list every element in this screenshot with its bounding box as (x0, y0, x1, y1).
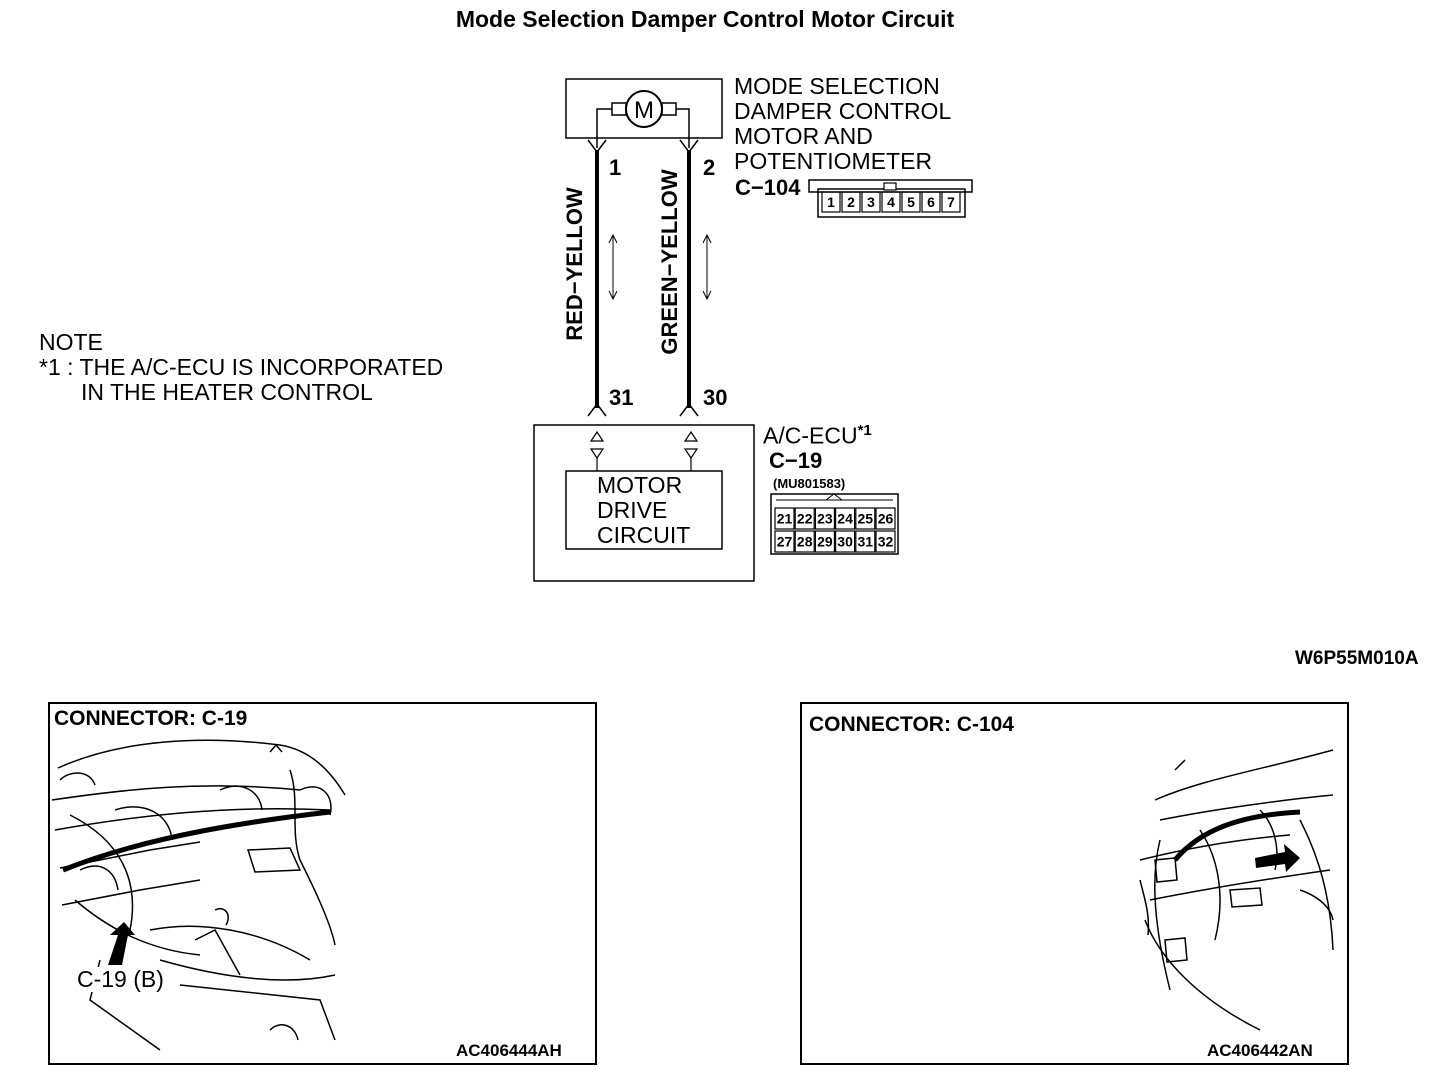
motor-symbol-letter: M (634, 97, 654, 124)
connector-c19-panel (48, 702, 597, 1065)
c19-panel-code: AC406444AH (456, 1041, 562, 1060)
c104-pin-7: 7 (947, 194, 955, 210)
c104-dashboard-illustration (1139, 749, 1334, 1031)
c104-pin-2: 2 (847, 194, 855, 210)
connector-c104-panel (800, 702, 1349, 1065)
c19-location-arrow (108, 922, 135, 965)
c19-panel-title: CONNECTOR: C-19 (54, 707, 248, 730)
ecu-box (533, 424, 755, 582)
wire-bottom-pin-30: 30 (703, 385, 728, 410)
c19-pin-23: 23 (817, 511, 833, 527)
c19-pin-32: 32 (878, 534, 894, 550)
ecu-footnote-mark: *1 (857, 422, 872, 439)
c104-connector-label: C−104 (735, 175, 801, 200)
motor-drive-circuit-box (565, 470, 723, 550)
page-title: Mode Selection Damper Control Motor Circ… (455, 6, 955, 32)
c19-pin-30: 30 (837, 534, 853, 550)
c104-pin-4: 4 (887, 194, 895, 210)
c19-pin-29: 29 (817, 534, 833, 550)
note-line-2: IN THE HEATER CONTROL (81, 379, 373, 405)
motor-box (565, 78, 723, 139)
c104-panel-code: AC406442AN (1207, 1041, 1313, 1060)
ecu-label: A/C-ECU*1 (763, 422, 872, 449)
note: NOTE *1 : THE A/C-ECU IS INCORPORATED IN… (39, 330, 443, 405)
wire-top-pin-1: 1 (609, 155, 622, 180)
c104-pin-5: 5 (907, 194, 915, 210)
c19-dashboard-illustration (51, 739, 346, 1051)
c104-pin-1: 1 (827, 194, 835, 210)
c19-pin-25: 25 (858, 511, 874, 527)
note-heading: NOTE (39, 329, 103, 355)
c19-part-number: (MU801583) (773, 476, 846, 491)
c19-pin-26: 26 (878, 511, 894, 527)
c19-pin-21: 21 (777, 511, 793, 527)
diagram-code: W6P55M010A (1295, 648, 1419, 669)
c104-pin-3: 3 (867, 194, 875, 210)
c19-connector-label: C−19 (769, 448, 823, 473)
c19-callout: C-19 (B) (77, 966, 164, 992)
c19-pin-22: 22 (797, 511, 813, 527)
c104-location-arrow (1255, 844, 1300, 872)
wire-top-pin-2: 2 (703, 155, 716, 180)
c19-pin-31: 31 (858, 534, 874, 550)
c19-pin-28: 28 (797, 534, 813, 550)
wire-bottom-pin-31: 31 (609, 385, 634, 410)
c104-panel-title: CONNECTOR: C-104 (809, 713, 1014, 736)
motor-drive-circuit-label: MOTOR DRIVE CIRCUIT (597, 472, 691, 548)
c19-pin-24: 24 (837, 511, 853, 527)
c19-pin-27: 27 (777, 534, 793, 550)
note-line-1: *1 : THE A/C-ECU IS INCORPORATED (39, 354, 444, 380)
motor-label: MODE SELECTION DAMPER CONTROL MOTOR AND … (734, 73, 952, 174)
c104-pin-6: 6 (927, 194, 935, 210)
